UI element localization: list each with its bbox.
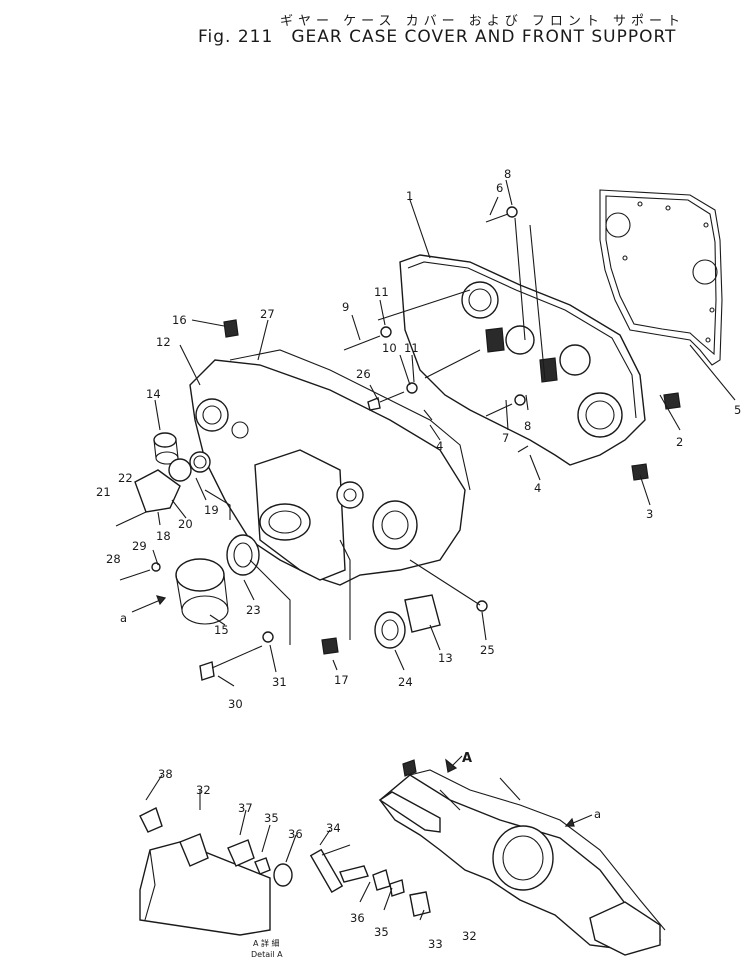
front-support — [378, 759, 666, 956]
callout-25: 25 — [480, 643, 495, 657]
callout-32-support: 32 — [462, 929, 477, 943]
callout-11-upper: 11 — [374, 285, 389, 299]
callout-35-lower: 35 — [374, 925, 389, 939]
callout-3: 3 — [646, 507, 653, 521]
callout-9: 9 — [342, 300, 349, 314]
callout-6: 6 — [496, 181, 503, 195]
callout-10: 10 — [382, 341, 397, 355]
gasket-outline — [599, 189, 723, 366]
callout-33: 33 — [428, 937, 443, 951]
figure-title: Fig. 211 GEAR CASE COVER AND FRONT SUPPOR… — [198, 27, 694, 47]
callout-36-upper: 36 — [288, 827, 303, 841]
figure-number: Fig. 211 — [198, 27, 274, 47]
callout-16: 16 — [172, 313, 187, 327]
callout-18: 18 — [156, 529, 171, 543]
callout-23: 23 — [246, 603, 261, 617]
callout-8-upper: 8 — [504, 167, 511, 181]
view-marker-a-upper: a — [120, 611, 127, 625]
detail-caption-jp: A 詳 細 — [253, 938, 280, 948]
callout-27: 27 — [260, 307, 275, 321]
callout-34: 34 — [326, 821, 341, 835]
callout-38: 38 — [158, 767, 173, 781]
callout-4-upper: 4 — [436, 439, 443, 453]
callout-24: 24 — [398, 675, 413, 689]
callout-36-lower: 36 — [350, 911, 365, 925]
callout-21: 21 — [96, 485, 111, 499]
callout-26: 26 — [356, 367, 371, 381]
callout-7: 7 — [502, 431, 509, 445]
callout-1: 1 — [406, 189, 413, 203]
callout-35-upper: 35 — [264, 811, 279, 825]
callout-19: 19 — [204, 503, 219, 517]
callout-12: 12 — [156, 335, 171, 349]
callout-4-lower: 4 — [534, 481, 541, 495]
callout-14: 14 — [146, 387, 161, 401]
japanese-title: ギヤー ケース カバー および フロント サポート — [280, 14, 686, 29]
callout-32-detail: 32 — [196, 783, 211, 797]
callout-37: 37 — [238, 801, 253, 815]
gear-case — [399, 254, 646, 466]
callout-17: 17 — [334, 673, 349, 687]
detail-arrow-label: A — [462, 751, 472, 766]
front-cover — [189, 349, 471, 586]
figure-caption: GEAR CASE COVER AND FRONT SUPPORT — [291, 27, 677, 47]
callout-22: 22 — [118, 471, 133, 485]
callout-8-lower: 8 — [524, 419, 531, 433]
callout-5: 5 — [734, 403, 741, 417]
callout-28: 28 — [106, 552, 121, 566]
callout-29: 29 — [132, 539, 147, 553]
view-marker-a-lower: a — [594, 807, 601, 821]
small-parts — [115, 206, 681, 681]
callout-2: 2 — [676, 435, 683, 449]
callout-13: 13 — [438, 651, 453, 665]
callout-31: 31 — [272, 675, 287, 689]
callout-11-lower: 11 — [404, 341, 419, 355]
callout-20: 20 — [178, 517, 193, 531]
leader-lines — [152, 179, 736, 687]
callout-15: 15 — [214, 623, 229, 637]
detail-caption-en: Detail A — [251, 950, 283, 959]
detail-a-section — [139, 774, 431, 936]
callout-30: 30 — [228, 697, 243, 711]
